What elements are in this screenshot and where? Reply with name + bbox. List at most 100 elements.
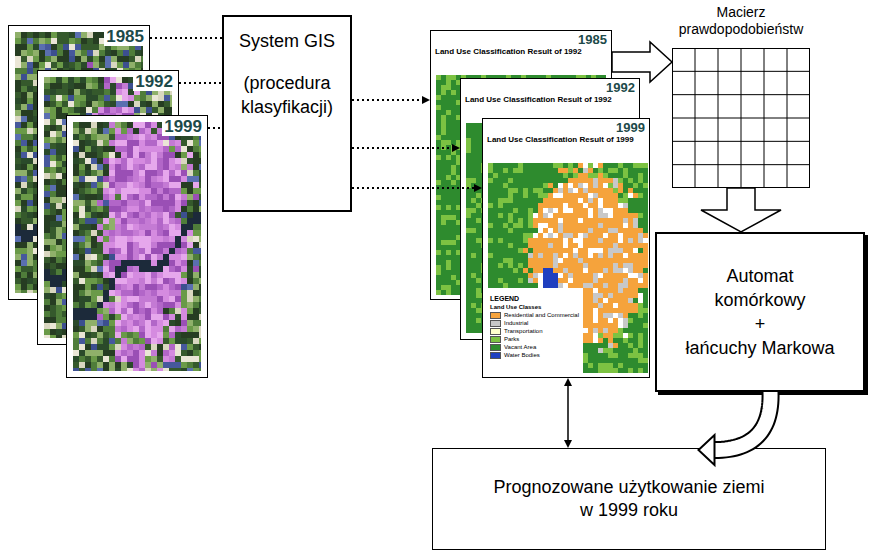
- image-pixel: [27, 128, 33, 134]
- image-pixel: [44, 185, 50, 191]
- image-pixel: [116, 83, 122, 89]
- image-pixel: [62, 77, 68, 83]
- image-pixel: [27, 164, 33, 170]
- image-pixel: [140, 107, 146, 113]
- image-pixel: [68, 101, 74, 107]
- image-pixel: [134, 95, 140, 101]
- image-pixel: [56, 197, 62, 203]
- image-pixel: [15, 182, 21, 188]
- image-pixel: [39, 62, 45, 68]
- image-pixel: [21, 38, 27, 44]
- image-pixel: [68, 107, 74, 113]
- image-pixel: [121, 128, 127, 134]
- image-pixel: [27, 176, 33, 182]
- image-pixel: [21, 176, 27, 182]
- image-pixel: [109, 134, 115, 140]
- image-pixel: [75, 56, 81, 62]
- image-pixel: [141, 62, 143, 68]
- image-pixel: [151, 128, 157, 134]
- image-pixel: [50, 287, 56, 293]
- image-pixel: [56, 143, 62, 149]
- image-pixel: [63, 44, 69, 50]
- image-pixel: [15, 44, 21, 50]
- image-pixel: [44, 257, 50, 263]
- image-pixel: [27, 116, 33, 122]
- image-pixel: [50, 335, 56, 338]
- image-pixel: [21, 110, 27, 116]
- image-pixel: [15, 56, 21, 62]
- image-pixel: [56, 233, 62, 239]
- image-pixel: [15, 74, 21, 80]
- image-pixel: [44, 119, 50, 125]
- image-pixel: [15, 134, 21, 140]
- image-pixel: [86, 95, 92, 101]
- image-pixel: [135, 50, 141, 56]
- image-pixel: [51, 44, 57, 50]
- image-pixel: [122, 77, 128, 83]
- image-pixel: [93, 32, 99, 38]
- image-pixel: [33, 50, 39, 56]
- image-pixel: [122, 89, 128, 95]
- image-pixel: [56, 209, 62, 215]
- image-pixel: [87, 32, 93, 38]
- image-pixel: [75, 32, 81, 38]
- image-pixel: [33, 44, 39, 50]
- image-pixel: [56, 107, 62, 113]
- image-pixel: [145, 128, 151, 134]
- image-pixel: [50, 323, 56, 329]
- image-pixel: [151, 122, 157, 128]
- image-pixel: [44, 209, 50, 215]
- image-pixel: [27, 146, 33, 152]
- image-pixel: [27, 188, 33, 194]
- image-pixel: [15, 38, 21, 44]
- image-pixel: [50, 101, 56, 107]
- image-pixel: [15, 266, 21, 272]
- image-pixel: [56, 77, 62, 83]
- image-pixel: [21, 98, 27, 104]
- image-pixel: [21, 134, 27, 140]
- image-pixel: [93, 62, 99, 68]
- image-pixel: [56, 113, 62, 119]
- image-pixel: [68, 89, 74, 95]
- image-pixel: [80, 101, 86, 107]
- image-pixel: [56, 191, 62, 197]
- image-pixel: [74, 89, 80, 95]
- image-pixel: [93, 50, 99, 56]
- image-pixel: [27, 290, 33, 293]
- image-pixel: [15, 272, 21, 278]
- image-pixel: [111, 62, 117, 68]
- image-pixel: [50, 251, 56, 257]
- image-pixel: [170, 101, 172, 107]
- image-pixel: [75, 38, 81, 44]
- image-pixel: [56, 119, 62, 125]
- image-pixel: [50, 227, 56, 233]
- image-pixel: [56, 329, 62, 335]
- image-pixel: [85, 122, 91, 128]
- year-label: 1992: [133, 72, 175, 91]
- image-pixel: [164, 95, 170, 101]
- image-pixel: [15, 140, 21, 146]
- image-pixel: [57, 44, 63, 50]
- image-pixel: [104, 95, 110, 101]
- image-pixel: [170, 107, 172, 113]
- image-pixel: [140, 101, 146, 107]
- image-pixel: [15, 260, 21, 266]
- image-pixel: [44, 293, 50, 299]
- image-pixel: [21, 86, 27, 92]
- image-pixel: [44, 149, 50, 155]
- image-pixel: [127, 128, 133, 134]
- image-pixel: [74, 83, 80, 89]
- image-pixel: [122, 95, 128, 101]
- image-pixel: [93, 56, 99, 62]
- image-pixel: [21, 128, 27, 134]
- image-pixel: [27, 284, 33, 290]
- image-pixel: [98, 107, 104, 113]
- image-pixel: [15, 62, 21, 68]
- image-pixel: [111, 50, 117, 56]
- image-pixel: [21, 158, 27, 164]
- image-pixel: [39, 44, 45, 50]
- image-pixel: [56, 89, 62, 95]
- image-pixel: [97, 122, 103, 128]
- image-pixel: [68, 77, 74, 83]
